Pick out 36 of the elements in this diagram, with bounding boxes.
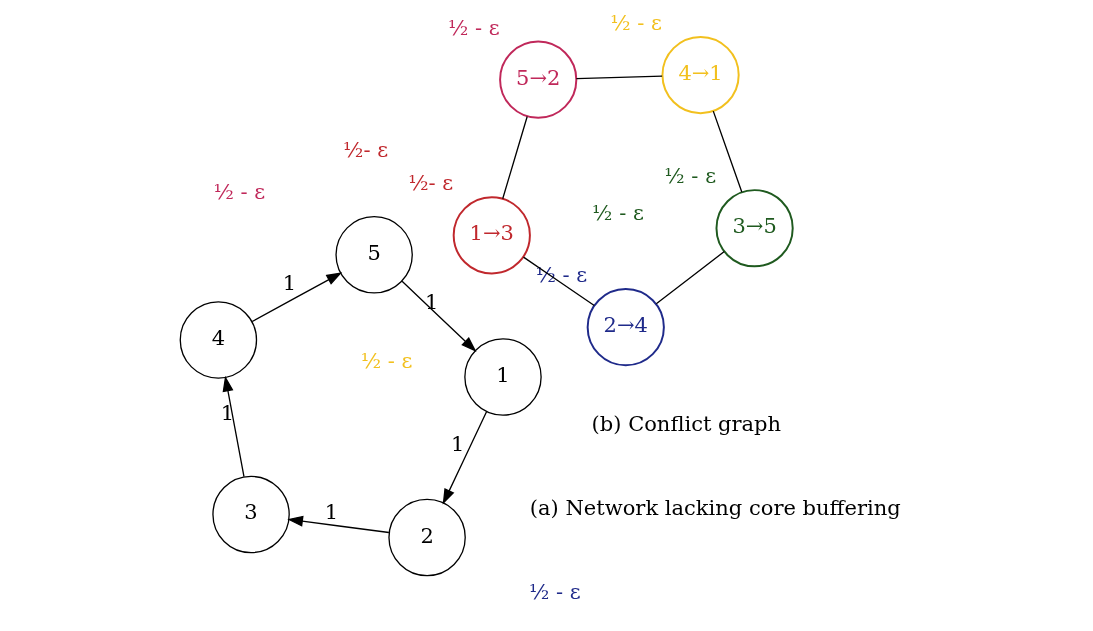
- arrow: [400, 280, 477, 352]
- node-circle: 1: [463, 338, 542, 416]
- node-circle: 5→2: [498, 40, 577, 119]
- node-label: ½ - ε: [663, 163, 716, 189]
- node-circle: 2: [387, 498, 466, 577]
- label: ½ - ε: [213, 179, 265, 205]
- arrow: [222, 375, 245, 478]
- connector: [501, 115, 528, 200]
- arrow: [286, 515, 390, 534]
- label: (a) Network lacking core buffering: [529, 494, 901, 520]
- label: (b) Conflict graph: [591, 410, 781, 436]
- label: ½ - ε: [528, 579, 581, 605]
- arrow: [442, 411, 487, 505]
- connector: [575, 75, 663, 80]
- label: ½ - ε: [360, 347, 412, 373]
- edge-label: 1: [424, 289, 438, 315]
- connector: [522, 256, 595, 307]
- node-circle: 4: [179, 301, 257, 379]
- node-circle: 4→1: [660, 36, 740, 115]
- edge-label: 1: [450, 430, 464, 456]
- label: ½ - ε: [591, 200, 644, 226]
- node-label: ½ - ε: [609, 10, 662, 36]
- node-circle: 5: [334, 216, 413, 294]
- edge-label: 1: [282, 270, 296, 296]
- node-circle: 3: [211, 475, 290, 554]
- node-circle: 3→5: [715, 189, 794, 268]
- node-label: ½ - ε: [447, 14, 500, 40]
- edge-label: 1: [324, 499, 338, 525]
- edge-label: 1: [220, 399, 234, 425]
- arrow: [251, 272, 342, 323]
- label: ½- ε: [342, 137, 388, 163]
- node-label: ½- ε: [407, 170, 453, 196]
- connector: [655, 250, 725, 305]
- node-circle: 1→3: [452, 196, 531, 275]
- connector: [712, 110, 742, 193]
- node-circle: 2→4: [586, 288, 665, 367]
